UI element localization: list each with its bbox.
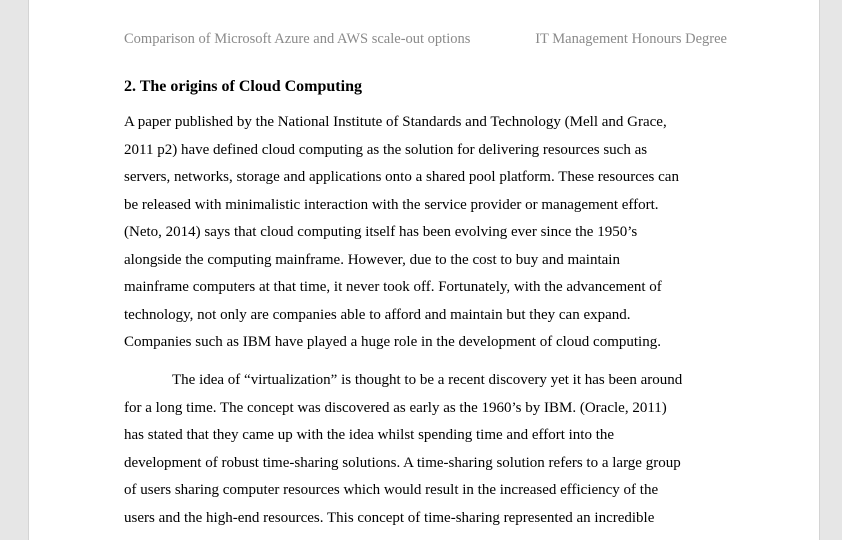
- paragraph-line: (Neto, 2014) says that cloud computing i…: [124, 224, 638, 240]
- paragraph-line: technology, not only are companies able …: [124, 306, 631, 323]
- paragraph-line: be released with minimalistic interactio…: [124, 196, 659, 213]
- paragraph-line: Companies such as IBM have played a huge…: [124, 334, 661, 350]
- document-page: Comparison of Microsoft Azure and AWS sc…: [28, 0, 820, 540]
- paragraph-line: A paper published by the National Instit…: [124, 114, 667, 130]
- paragraph-line: mainframe computers at that time, it nev…: [124, 279, 662, 295]
- paragraph-line: servers, networks, storage and applicati…: [124, 169, 679, 185]
- paragraph-line: for a long time. The concept was discove…: [124, 399, 667, 416]
- header-course: IT Management Honours Degree: [535, 31, 727, 47]
- paragraph-line: The idea of “virtualization” is thought …: [172, 372, 683, 388]
- paragraph-line: of users sharing computer resources whic…: [124, 482, 659, 498]
- paragraph-line: has stated that they came up with the id…: [124, 427, 615, 443]
- section-heading: 2. The origins of Cloud Computing: [124, 78, 362, 95]
- paragraph-line: 2011 p2) have defined cloud computing as…: [124, 141, 648, 158]
- paragraph-1: A paper published by the National Instit…: [124, 109, 734, 357]
- header-title: Comparison of Microsoft Azure and AWS sc…: [124, 31, 471, 47]
- paragraph-line: users and the high-end resources. This c…: [124, 509, 655, 526]
- paragraph-2: The idea of “virtualization” is thought …: [124, 367, 734, 532]
- paragraph-line: development of robust time-sharing solut…: [124, 454, 681, 471]
- paragraph-line: alongside the computing mainframe. Howev…: [124, 251, 620, 268]
